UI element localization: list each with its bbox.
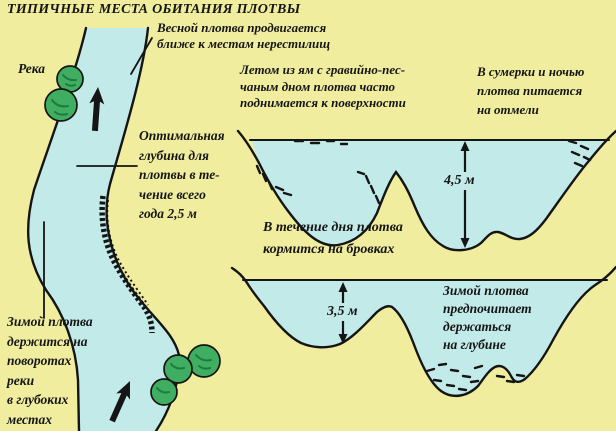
depth-label-3-5m: 3,5 м: [324, 303, 361, 321]
fish-marks-left-slope: [255, 164, 293, 197]
depth-label-4-5m: 4,5 м: [441, 172, 478, 190]
river-label: Река: [18, 61, 46, 76]
cross-section-winter: [230, 265, 616, 398]
annotation-daytime: В течение дня плотва кормится на бровках: [263, 220, 403, 257]
flow-arrow-icon: [109, 381, 130, 423]
fish-marks-hump-slope: [356, 170, 381, 205]
annotation-summer: Летом из ям с гравийно-пес- чаным дном п…: [240, 62, 406, 110]
deep-spot-scribble-inner: [106, 199, 149, 306]
cross-section-summer: [236, 129, 616, 252]
deep-spot-scribble: [99, 195, 155, 334]
leader-line-spring: [130, 37, 153, 75]
annotation-optimal-depth: Оптимальная глубина для плотвы в те- чен…: [139, 128, 225, 221]
annotation-winter-river: Зимой плотва держится на поворотах реки …: [7, 314, 93, 427]
annotation-spring: Весной плотва продвигается ближе к места…: [157, 20, 331, 51]
tree-icon: [150, 344, 221, 406]
fish-marks-shoal: [567, 139, 592, 168]
diagram-title: ТИПИЧНЫЕ МЕСТА ОБИТАНИЯ ПЛОТВЫ: [7, 2, 301, 17]
flow-arrow-icon: [89, 87, 105, 132]
bottom-profile: [236, 129, 616, 252]
fish-marks-surface: [293, 139, 349, 146]
annotation-winter-depth: Зимой плотва предпочитает держаться на г…: [443, 283, 532, 352]
bottom-profile: [230, 265, 616, 398]
fish-marks-deep-school: [425, 362, 526, 392]
depth-arrow-4-5m: [460, 141, 470, 248]
annotation-dusk-night: В сумерки и ночью плотва питается на отм…: [477, 64, 585, 117]
tree-icon: [44, 65, 84, 122]
